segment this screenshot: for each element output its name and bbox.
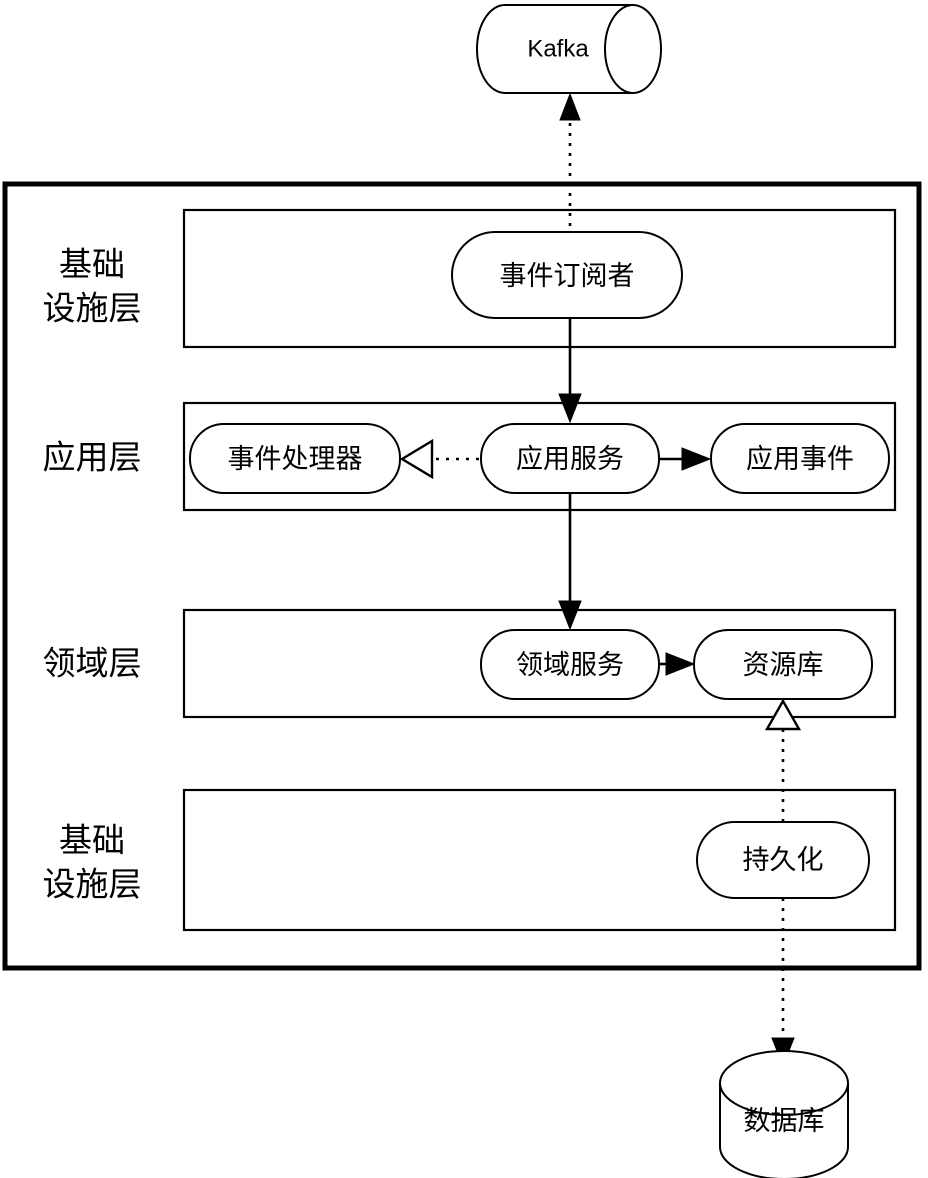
application-event-label: 应用事件 — [746, 444, 854, 474]
event-subscriber-shape — [451, 231, 683, 319]
database-label: 数据库 — [744, 1106, 825, 1136]
edge-app-service-to-app-event — [660, 447, 712, 471]
layer-infra-top: 基础 设施层 事件订阅者 — [43, 208, 897, 349]
event-handler-label: 事件处理器 — [228, 444, 363, 474]
system-boundary — [2, 181, 922, 971]
node-database[interactable]: 数据库 — [719, 1050, 849, 1178]
edge-app-service-to-event-handler — [399, 438, 479, 480]
event-handler-shape — [189, 423, 401, 494]
domain-service-label: 领域服务 — [516, 650, 624, 680]
persistence-label: 持久化 — [743, 845, 824, 875]
event-subscriber-label: 事件订阅者 — [500, 261, 635, 291]
edge-domain-service-to-repository — [660, 652, 696, 676]
edge-app-service-to-app-event-arrowhead — [681, 447, 712, 471]
repository-label: 资源库 — [743, 650, 824, 680]
layer-infra-bottom: 基础 设施层 持久化 — [43, 788, 897, 932]
edge-persistence-to-repository-arrowhead — [764, 698, 802, 731]
node-application-service[interactable]: 应用服务 — [480, 423, 660, 494]
layer-infra-bottom-box — [182, 788, 897, 932]
layer-infra-top-box — [182, 208, 897, 349]
edge-app-service-to-event-handler-arrowhead — [399, 438, 434, 480]
edge-persistence-to-database — [771, 898, 795, 1068]
layer-infra-top-title-line-2: 设施层 — [43, 290, 142, 327]
node-application-event[interactable]: 应用事件 — [710, 423, 890, 494]
layer-domain-title-line-1: 领域层 — [43, 645, 142, 682]
layer-application-title-line-1: 应用层 — [43, 439, 142, 476]
edge-domain-service-to-repository-arrowhead — [665, 652, 696, 676]
node-domain-service[interactable]: 领域服务 — [480, 629, 660, 700]
application-event-shape — [710, 423, 890, 494]
layer-infra-bottom-title-line-1: 基础 — [59, 822, 125, 859]
layer-infra-top-title-line-1: 基础 — [59, 246, 125, 283]
edge-app-service-to-domain-service — [558, 493, 582, 631]
node-persistence[interactable]: 持久化 — [696, 821, 870, 899]
database-cylinder-cap — [719, 1082, 849, 1116]
edge-persistence-to-repository — [764, 698, 802, 822]
node-event-subscriber[interactable]: 事件订阅者 — [451, 231, 683, 319]
node-event-handler[interactable]: 事件处理器 — [189, 423, 401, 494]
node-kafka[interactable]: Kafka — [476, 4, 662, 94]
edge-app-service-to-domain-service-arrowhead — [558, 600, 582, 631]
edge-subscriber-to-kafka-arrowhead — [559, 92, 581, 121]
layer-domain-box — [182, 608, 897, 719]
layer-domain: 领域层 领域服务 资源库 — [43, 608, 897, 719]
edge-subscriber-to-app-service-arrowhead — [558, 393, 582, 424]
domain-service-shape — [480, 629, 660, 700]
kafka-label: Kafka — [527, 36, 589, 63]
edge-subscriber-to-kafka — [559, 92, 581, 236]
layer-application: 应用层 事件处理器 应用服务 应用事件 — [43, 401, 897, 512]
node-repository[interactable]: 资源库 — [693, 629, 873, 700]
layer-infra-bottom-title-line-2: 设施层 — [43, 866, 142, 903]
layer-application-box — [182, 401, 897, 512]
edge-subscriber-to-app-service — [558, 318, 582, 424]
application-service-label: 应用服务 — [516, 444, 624, 474]
kafka-cylinder-cap — [604, 4, 634, 94]
